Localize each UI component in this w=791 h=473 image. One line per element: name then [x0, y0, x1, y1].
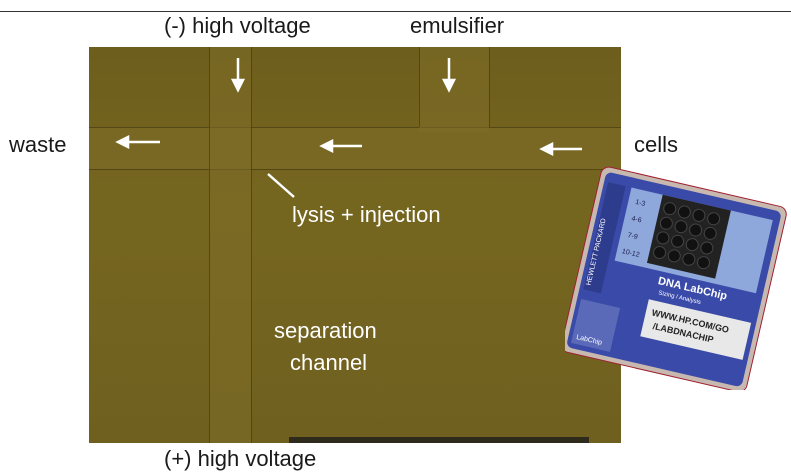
left-arrow-middle-head [322, 141, 332, 151]
labchip-image: HEWLETT PACKARD 1-3 4-6 7-9 10-12 DNA La… [565, 160, 790, 390]
lysis-pointer-line [268, 174, 294, 197]
label-separation: separation [274, 320, 377, 342]
left-arrow-cells-head [542, 144, 552, 154]
label-channel: channel [290, 352, 367, 374]
down-arrow-right-head [444, 80, 454, 90]
label-high-voltage-positive: (+) high voltage [164, 448, 316, 470]
label-lysis-injection: lysis + injection [292, 204, 441, 226]
down-arrow-left-head [233, 80, 243, 90]
left-arrow-waste-head [118, 137, 128, 147]
